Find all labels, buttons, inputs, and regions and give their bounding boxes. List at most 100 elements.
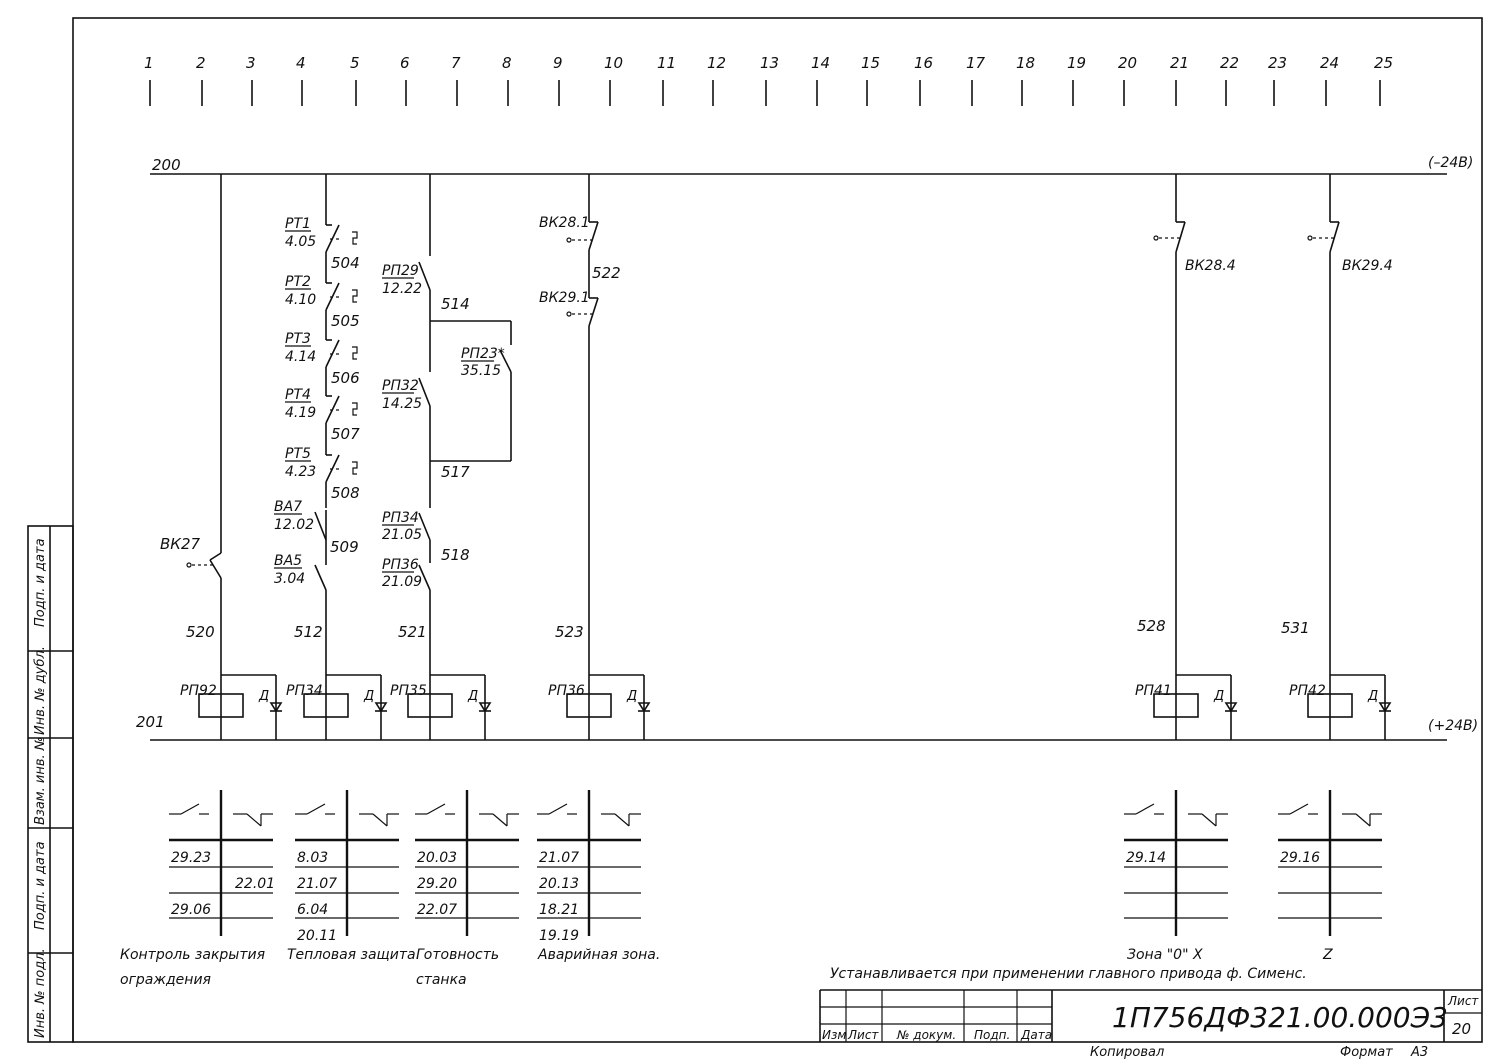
coil-symbol — [1307, 693, 1353, 718]
thermal-wire: 504 — [331, 254, 360, 272]
column-number: 8 — [502, 54, 512, 72]
column-number: 23 — [1268, 54, 1287, 72]
contact-ref-no: 29.06 — [171, 902, 211, 918]
rp23-contact — [499, 349, 512, 373]
caption-2-line1: Тепловая защита. — [287, 947, 420, 963]
contact-ref-no: 29.14 — [1126, 850, 1166, 866]
thermal-name: РТ1 — [285, 216, 311, 232]
ba5-ref: 3.04 — [274, 571, 305, 587]
diode-label-2: Д — [363, 689, 374, 704]
diode-label-3: Д — [467, 689, 478, 704]
wire-531: 531 — [1281, 619, 1310, 637]
ba5-contact — [314, 564, 327, 591]
column-number: 6 — [400, 54, 410, 72]
ba5-name: ВА5 — [274, 553, 302, 569]
stamp-orig-inv: Инв. № подл. — [33, 948, 48, 1038]
nc-contact-icon — [246, 813, 262, 827]
rp29-name: РП29 — [382, 263, 419, 279]
stamp-sign-date-1: Подп. и дата — [33, 538, 48, 627]
vk291-contact — [588, 297, 599, 327]
nc-contact-icon — [1355, 813, 1371, 827]
wire-520: 520 — [186, 623, 215, 641]
diode-symbol — [269, 702, 283, 713]
ba7-contact — [314, 511, 327, 541]
tb-date: Дата — [1020, 1028, 1052, 1042]
column-number: 19 — [1067, 54, 1086, 72]
diode-symbol — [374, 702, 388, 713]
relay-rp92-label: РП92 — [180, 683, 217, 699]
rp36-name: РП36 — [382, 557, 419, 573]
thermal-name: РТ5 — [285, 446, 311, 462]
stamp-sign-date-2: Подп. и дата — [33, 841, 48, 930]
relay-coil — [407, 674, 492, 740]
relay-coils — [198, 674, 1392, 740]
diode-symbol — [478, 702, 492, 713]
contact-table: 29.14 — [1124, 790, 1228, 936]
contact-ref-no: 8.03 — [297, 850, 328, 866]
caption-5-line1: Зона "0" Х — [1127, 947, 1203, 963]
contact-ref-no: 21.07 — [539, 850, 579, 866]
rp34-ref: 21.05 — [382, 527, 422, 543]
tb-sheet: 20 — [1452, 1020, 1471, 1038]
bus-bottom-number: 201 — [136, 713, 165, 731]
tb-izm: Изм — [822, 1028, 846, 1042]
column-number: 25 — [1374, 54, 1393, 72]
coil-symbol — [566, 693, 612, 718]
thermal-ref: 4.23 — [285, 464, 316, 480]
tb-sign: Подп. — [974, 1028, 1010, 1042]
switch-vk27-label: ВК27 — [160, 535, 200, 553]
column-number: 12 — [707, 54, 726, 72]
tb-copied: Копировал — [1090, 1045, 1164, 1060]
column-number: 1 — [144, 54, 154, 72]
side-stamp: Подп. и дата Инв. № дубл. Взам. инв. № П… — [27, 525, 74, 1043]
contact-ref-no: 22.07 — [417, 902, 457, 918]
branch-5: ВК28.4 528 — [1137, 174, 1236, 740]
vk281-label: ВК28.1 — [539, 215, 590, 231]
thermal-wire: 506 — [331, 369, 360, 387]
no-contact-icon — [180, 803, 200, 815]
column-number: 13 — [760, 54, 779, 72]
thermal-ref: 4.14 — [285, 349, 316, 365]
column-number: 18 — [1016, 54, 1035, 72]
no-contact-icon — [306, 803, 326, 815]
column-number: 4 — [296, 54, 306, 72]
tb-designation: 1П756ДФ321.00.000Э3 — [1112, 1001, 1448, 1034]
branch-6: ВК29.4 531 — [1281, 174, 1393, 740]
relay-coil — [566, 674, 651, 740]
nc-contact-icon — [614, 813, 630, 827]
column-number: 10 — [604, 54, 623, 72]
column-number: 21 — [1170, 54, 1189, 72]
vk284-contact — [1175, 221, 1186, 253]
rp23-name: РП23* — [461, 346, 505, 362]
rp32-ref: 14.25 — [382, 396, 422, 412]
column-number: 16 — [914, 54, 933, 72]
coil-symbol — [303, 693, 349, 718]
caption-3-line2: станка — [416, 972, 467, 988]
caption-1-line2: ограждения — [120, 972, 211, 988]
no-contact-icon — [1135, 803, 1155, 815]
contact-ref-no: 18.21 — [539, 902, 579, 918]
vk284-label: ВК28.4 — [1185, 258, 1236, 274]
caption-1-line1: Контроль закрытия — [120, 947, 265, 963]
installation-note: Устанавливается при применении главного … — [830, 966, 1307, 982]
branch-4: ВК28.1 522 ВК29.1 523 — [539, 174, 621, 740]
thermal-ref: 4.10 — [285, 292, 316, 308]
rp34-name: РП34 — [382, 510, 419, 526]
thermal-name: РТ4 — [285, 387, 311, 403]
column-number: 5 — [350, 54, 360, 72]
rp36-contact — [418, 564, 431, 591]
column-number: 17 — [966, 54, 986, 72]
diode-symbol — [1378, 702, 1392, 713]
contact-ref-no: 20.03 — [417, 850, 457, 866]
bus-top-number: 200 — [152, 156, 181, 174]
wire-518: 518 — [441, 546, 470, 564]
switch-vk27-contact — [209, 559, 222, 579]
wire-509: 509 — [330, 538, 359, 556]
nc-contact-icon — [1201, 813, 1217, 827]
tb-format: А3 — [1410, 1045, 1428, 1060]
relay-rp36-label: РП36 — [548, 683, 585, 699]
diode-label-4: Д — [626, 689, 637, 704]
